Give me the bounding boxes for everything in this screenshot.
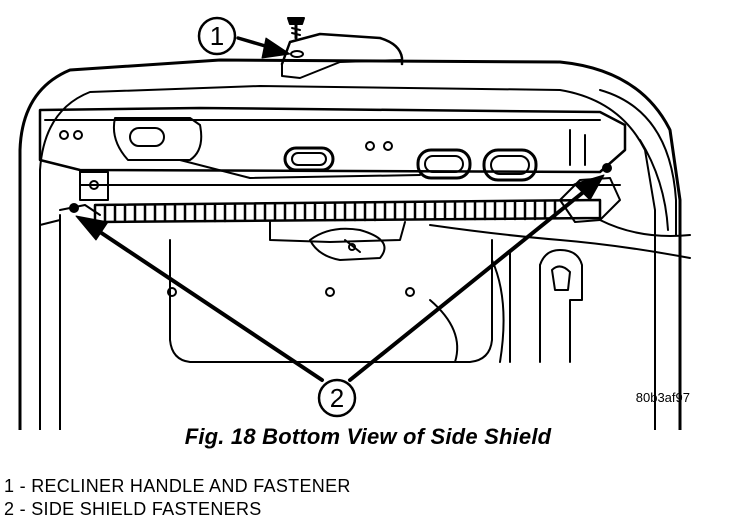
adjuster-strap xyxy=(539,249,583,363)
callout-1-leader xyxy=(236,36,291,59)
drawing-code: 80b3af97 xyxy=(636,390,690,405)
spring-track xyxy=(93,198,602,224)
seat-shell xyxy=(18,58,682,430)
seat-frame-rail xyxy=(38,106,627,186)
seat-bottom-diagram: 1 2 80b3af97 xyxy=(18,16,691,430)
seat-pan xyxy=(167,239,511,363)
figure-caption: Fig. 18 Bottom View of Side Shield xyxy=(184,424,552,449)
callout-2-leader-right xyxy=(348,174,605,382)
left-lower-frame xyxy=(39,203,79,430)
handle-screw-icon xyxy=(287,17,305,40)
callout-1-number: 1 xyxy=(210,21,224,51)
legend-item-2: 2 - SIDE SHIELD FASTENERS xyxy=(4,499,262,519)
callout-1: 1 xyxy=(197,16,237,56)
recliner-handle xyxy=(280,32,404,79)
left-bracket xyxy=(59,171,109,216)
right-bracket xyxy=(429,163,691,259)
callout-2-leader-left xyxy=(75,215,324,382)
callout-2: 2 xyxy=(317,378,357,418)
legend-item-1: 1 - RECLINER HANDLE AND FASTENER xyxy=(4,476,351,496)
callout-2-number: 2 xyxy=(330,383,344,413)
center-mechanism xyxy=(269,221,406,261)
